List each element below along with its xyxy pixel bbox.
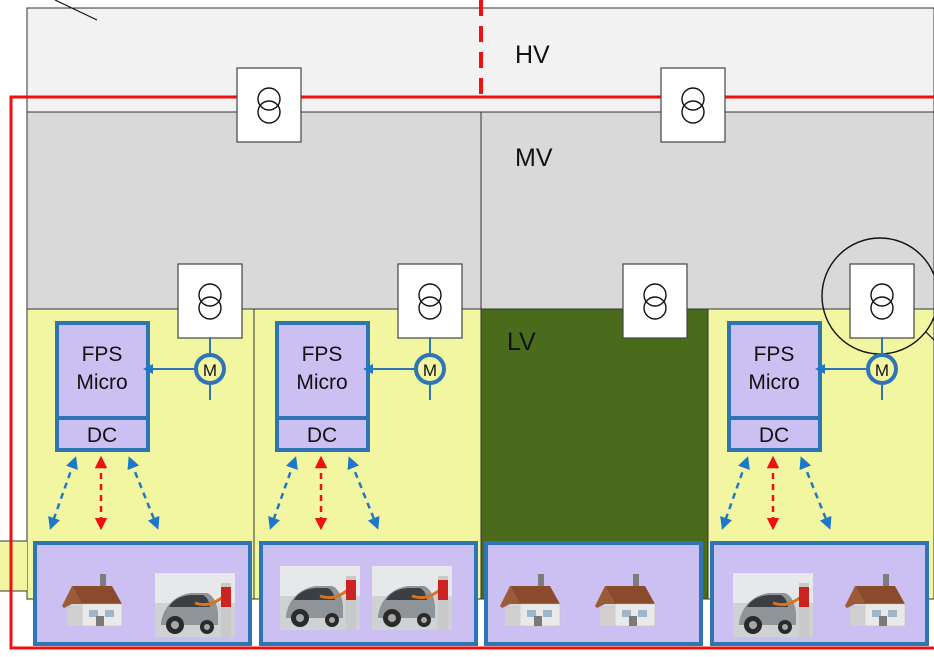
meter-icon: M — [815, 338, 898, 400]
controller-micro-label: Micro — [748, 371, 799, 394]
controller-4: FPS Micro DC — [727, 321, 822, 452]
meter-label: M — [875, 361, 889, 380]
controller-dc-label: DC — [307, 424, 337, 447]
pointer-line — [54, 0, 98, 21]
comm-arrows-2 — [268, 455, 380, 531]
controller-micro-label: Micro — [76, 371, 127, 394]
load-box-3 — [484, 541, 703, 646]
mv-label: MV — [515, 144, 553, 172]
controller-fps-label: FPS — [302, 343, 343, 366]
transformer-icon — [177, 263, 243, 339]
controller-micro-label: Micro — [296, 371, 347, 394]
load-box-4 — [710, 541, 929, 646]
controller-fps-label: FPS — [754, 343, 795, 366]
transformer-icon — [397, 263, 463, 339]
meter-label: M — [203, 361, 217, 380]
lv-side-strip — [0, 541, 27, 591]
ev-charger-icon — [153, 571, 237, 639]
hv-label: HV — [515, 41, 550, 69]
transformer-icon — [236, 67, 302, 143]
comm-arrows-1 — [48, 455, 160, 531]
transformer-icon — [622, 263, 688, 339]
ev-charger-icon — [278, 564, 362, 632]
red-boundary — [9, 95, 934, 650]
comm-arrows-4 — [720, 455, 832, 531]
controller-fps-label: FPS — [82, 343, 123, 366]
ev-charger-icon — [731, 571, 815, 639]
meter-label: M — [423, 361, 437, 380]
controller-1: FPS Micro DC — [55, 321, 150, 452]
load-box-1 — [33, 541, 252, 646]
meter-icon: M — [363, 338, 446, 400]
meter-icon: M — [143, 338, 226, 400]
controller-dc-label: DC — [87, 424, 117, 447]
lv-label: LV — [507, 328, 536, 356]
transformer-icon — [849, 263, 915, 339]
ev-charger-icon — [370, 564, 454, 632]
controller-dc-label: DC — [759, 424, 789, 447]
load-box-2 — [259, 541, 478, 646]
controller-2: FPS Micro DC — [275, 321, 370, 452]
transformer-icon — [660, 67, 726, 143]
